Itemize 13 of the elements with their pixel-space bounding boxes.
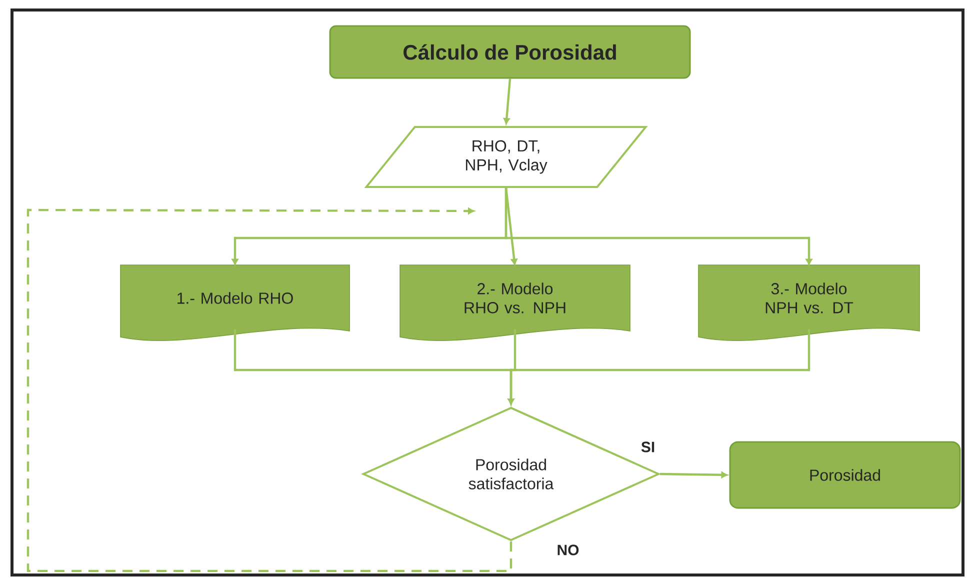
edge-label: SI <box>638 440 658 454</box>
arrow <box>504 188 518 266</box>
arrow <box>503 78 512 124</box>
document-box: 3.- Modelo NPH vs. DT <box>698 264 920 341</box>
dashed-arrow <box>26 208 512 572</box>
edge-label: NO <box>554 542 582 558</box>
document-box: 2.- Modelo RHO vs. NPH <box>400 264 630 341</box>
arrow <box>504 188 812 266</box>
process-box: Porosidad <box>729 441 961 509</box>
document-box: 1.- Modelo RHO <box>120 264 350 341</box>
title-box: Cálculo de Porosidad <box>329 25 691 79</box>
arrow <box>508 329 810 405</box>
arrow <box>660 472 728 478</box>
